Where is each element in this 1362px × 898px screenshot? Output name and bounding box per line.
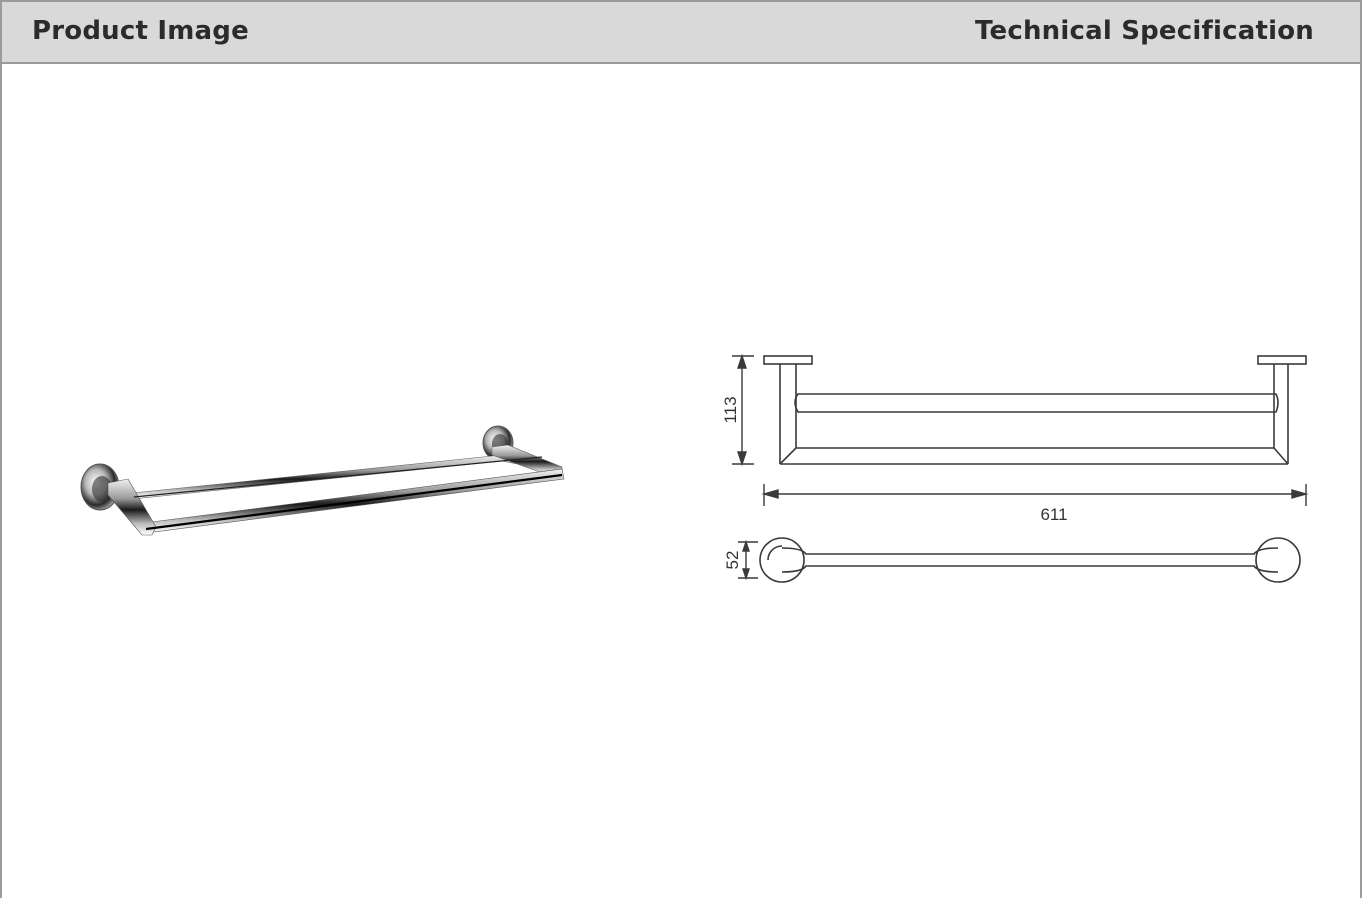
technical-drawing: 113 611 52 bbox=[721, 353, 1309, 583]
height-dimension-label: 113 bbox=[721, 396, 740, 423]
left-disc-top-view bbox=[759, 537, 805, 583]
right-flange bbox=[1257, 355, 1307, 365]
right-disc-top-view bbox=[1255, 537, 1301, 583]
product-image-heading: Product Image bbox=[32, 16, 249, 46]
rail-top-view bbox=[781, 547, 1279, 573]
left-arm bbox=[107, 478, 157, 536]
header-bar: Product Image Technical Specification bbox=[2, 2, 1360, 64]
left-flange bbox=[763, 355, 813, 365]
technical-specification-heading: Technical Specification bbox=[975, 16, 1314, 46]
width-dimension-label: 611 bbox=[1040, 505, 1067, 524]
product-image-double-towel-rail bbox=[80, 425, 565, 536]
upper-rail bbox=[794, 393, 1279, 413]
depth-dimension-label: 52 bbox=[723, 551, 742, 570]
